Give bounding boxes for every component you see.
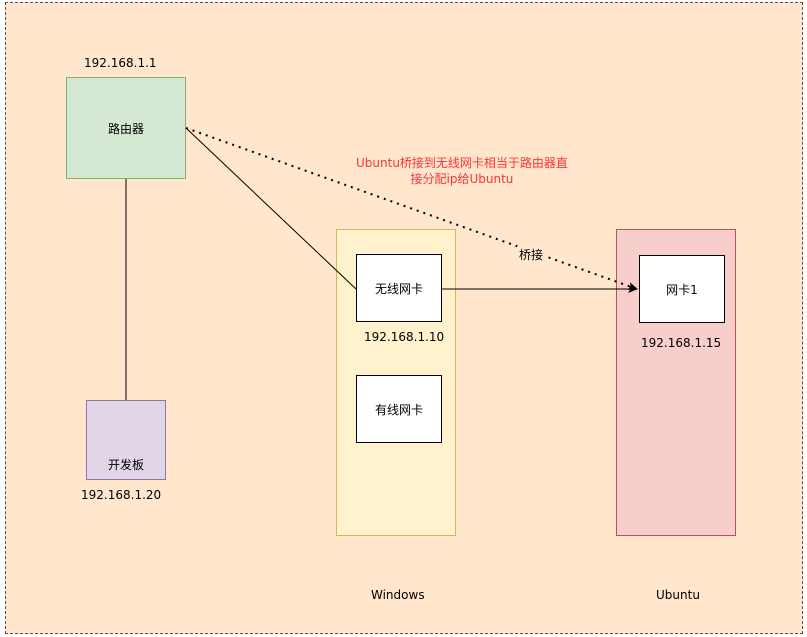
annotation-line-2: 接分配ip给Ubuntu (410, 172, 514, 186)
router-to-wireless-nic-link (185, 127, 357, 290)
bridge-annotation: Ubuntu桥接到无线网卡相当于路由器直 接分配ip给Ubuntu (356, 155, 568, 187)
router-box: 路由器 (66, 77, 186, 179)
ubuntu-nic-label: 网卡1 (666, 282, 698, 297)
dev-board-box: 开发板 (86, 400, 166, 480)
dev-board-label: 开发板 (107, 458, 144, 472)
wired-nic-box: 有线网卡 (356, 375, 442, 443)
bridge-label: 桥接 (517, 246, 546, 263)
ubuntu-nic-box: 网卡1 (639, 255, 725, 323)
wireless-nic-box: 无线网卡 (356, 254, 442, 322)
windows-host-label: Windows (371, 588, 425, 602)
wireless-nic-ip-label: 192.168.1.10 (364, 330, 445, 344)
bridge-dotted-link (185, 127, 638, 290)
router-label: 路由器 (107, 121, 144, 136)
ubuntu-nic-ip-label: 192.168.1.15 (641, 336, 722, 350)
router-ip-label: 192.168.1.1 (84, 56, 157, 70)
wired-nic-label: 有线网卡 (374, 402, 423, 417)
ubuntu-host-label: Ubuntu (656, 588, 700, 602)
dev-board-ip-label: 192.168.1.20 (81, 488, 162, 502)
annotation-line-1: Ubuntu桥接到无线网卡相当于路由器直 (356, 156, 568, 170)
wireless-nic-label: 无线网卡 (374, 281, 423, 296)
